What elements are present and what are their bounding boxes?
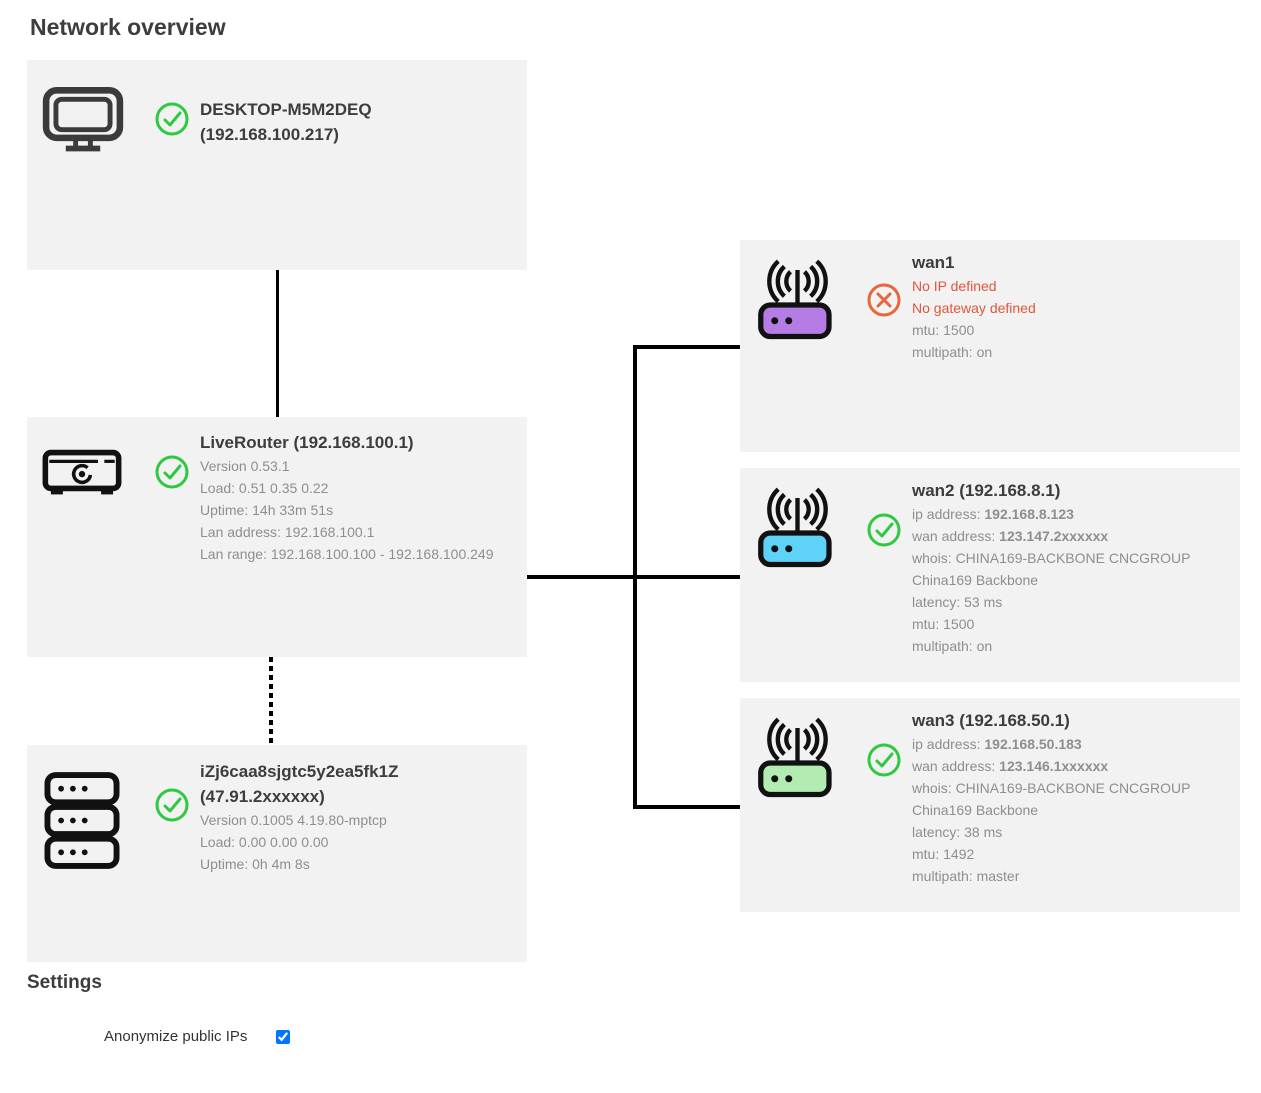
liverouter-load: Load: 0.51 0.35 0.22 bbox=[200, 480, 329, 496]
router-box-icon bbox=[42, 447, 122, 498]
wan2-wan-value: 123.147.2xxxxxx bbox=[999, 528, 1109, 544]
connector-branch-wan3 bbox=[635, 805, 740, 809]
wan2-multipath: multipath: on bbox=[912, 638, 993, 654]
settings-heading: Settings bbox=[27, 972, 102, 993]
wifi-router-icon bbox=[757, 714, 845, 798]
connector-router-server-dotted bbox=[269, 657, 273, 745]
wan3-wan-address: wan address: 123.146.1xxxxxx bbox=[912, 755, 1244, 777]
wan3-ip-address: ip address: 192.168.50.183 bbox=[912, 733, 1244, 755]
wan1-title-text: wan1 bbox=[912, 253, 955, 272]
server-icon bbox=[42, 771, 122, 870]
liverouter-lan-address: Lan address: 192.168.100.1 bbox=[200, 524, 375, 540]
status-ok-icon bbox=[155, 788, 189, 822]
node-liverouter-title: LiveRouter (192.168.100.1) bbox=[200, 430, 532, 455]
node-desktop-title: DESKTOP-M5M2DEQ (192.168.100.217) bbox=[200, 97, 532, 147]
status-ok-icon bbox=[867, 513, 901, 547]
wan3-mtu: mtu: 1492 bbox=[912, 846, 975, 862]
wan1-multipath: multipath: on bbox=[912, 344, 993, 360]
page-title: Network overview bbox=[30, 14, 226, 40]
desktop-icon bbox=[42, 86, 124, 152]
node-wan1-title: wan1 bbox=[912, 250, 1244, 275]
wan3-multipath: multipath: master bbox=[912, 868, 1020, 884]
anonymize-public-ips-label: Anonymize public IPs bbox=[104, 1028, 248, 1045]
node-desktop: DESKTOP-M5M2DEQ (192.168.100.217) bbox=[27, 60, 527, 270]
node-wan3-title: wan3 (192.168.50.1) bbox=[912, 708, 1244, 733]
connector-branch-wan2 bbox=[635, 575, 740, 579]
desktop-ip: (192.168.100.217) bbox=[200, 125, 339, 144]
node-wan3: wan3 (192.168.50.1) ip address: 192.168.… bbox=[740, 698, 1240, 912]
wan3-ip-label: ip address: bbox=[912, 736, 985, 752]
server-uptime: Uptime: 0h 4m 8s bbox=[200, 856, 310, 872]
desktop-hostname: DESKTOP-M5M2DEQ bbox=[200, 100, 372, 119]
wan3-wan-value: 123.146.1xxxxxx bbox=[999, 758, 1109, 774]
wan2-ip-label: ip address: bbox=[912, 506, 985, 522]
status-ok-icon bbox=[867, 743, 901, 777]
server-version: Version 0.1005 4.19.80-mptcp bbox=[200, 812, 387, 828]
wifi-router-icon bbox=[757, 484, 845, 568]
node-wan2: wan2 (192.168.8.1) ip address: 192.168.8… bbox=[740, 468, 1240, 682]
node-wan1: wan1 No IP defined No gateway defined mt… bbox=[740, 240, 1240, 452]
wifi-router-icon bbox=[757, 256, 845, 340]
wan3-latency: latency: 38 ms bbox=[912, 824, 1003, 840]
liverouter-version: Version 0.53.1 bbox=[200, 458, 290, 474]
node-server-title: iZj6caa8sjgtc5y2ea5fk1Z (47.91.2xxxxxx) bbox=[200, 759, 532, 809]
wan2-wan-label: wan address: bbox=[912, 528, 1000, 544]
connector-desktop-router bbox=[276, 270, 279, 417]
connector-branch-wan1 bbox=[635, 345, 740, 349]
status-ok-icon bbox=[155, 455, 189, 489]
wan2-latency: latency: 53 ms bbox=[912, 594, 1003, 610]
node-wan2-title: wan2 (192.168.8.1) bbox=[912, 478, 1244, 503]
settings-anonymize-row: Anonymize public IPs bbox=[104, 1028, 290, 1045]
status-ok-icon bbox=[155, 102, 189, 136]
wan1-mtu: mtu: 1500 bbox=[912, 322, 975, 338]
wan2-mtu: mtu: 1500 bbox=[912, 616, 975, 632]
server-load: Load: 0.00 0.00 0.00 bbox=[200, 834, 329, 850]
wan3-title-text: wan3 (192.168.50.1) bbox=[912, 711, 1070, 730]
wan2-wan-address: wan address: 123.147.2xxxxxx bbox=[912, 525, 1244, 547]
status-error-icon bbox=[867, 283, 901, 317]
wan1-error-no-ip: No IP defined bbox=[912, 278, 997, 294]
node-server: iZj6caa8sjgtc5y2ea5fk1Z (47.91.2xxxxxx) … bbox=[27, 745, 527, 962]
connector-router-trunk bbox=[527, 575, 635, 579]
anonymize-public-ips-checkbox[interactable] bbox=[276, 1029, 290, 1044]
wan3-wan-label: wan address: bbox=[912, 758, 1000, 774]
wan2-whois: whois: CHINA169-BACKBONE CNCGROUP China1… bbox=[912, 550, 1191, 588]
wan2-ip-address: ip address: 192.168.8.123 bbox=[912, 503, 1244, 525]
wan2-title-text: wan2 (192.168.8.1) bbox=[912, 481, 1061, 500]
wan3-whois: whois: CHINA169-BACKBONE CNCGROUP China1… bbox=[912, 780, 1191, 818]
liverouter-uptime: Uptime: 14h 33m 51s bbox=[200, 502, 334, 518]
wan1-error-no-gateway: No gateway defined bbox=[912, 300, 1036, 316]
wan2-ip-value: 192.168.8.123 bbox=[984, 506, 1074, 522]
server-hostname: iZj6caa8sjgtc5y2ea5fk1Z bbox=[200, 762, 399, 781]
liverouter-title-text: LiveRouter (192.168.100.1) bbox=[200, 433, 414, 452]
liverouter-lan-range: Lan range: 192.168.100.100 - 192.168.100… bbox=[200, 546, 494, 562]
node-liverouter: LiveRouter (192.168.100.1) Version 0.53.… bbox=[27, 417, 527, 657]
server-ip: (47.91.2xxxxxx) bbox=[200, 787, 325, 806]
wan3-ip-value: 192.168.50.183 bbox=[984, 736, 1082, 752]
